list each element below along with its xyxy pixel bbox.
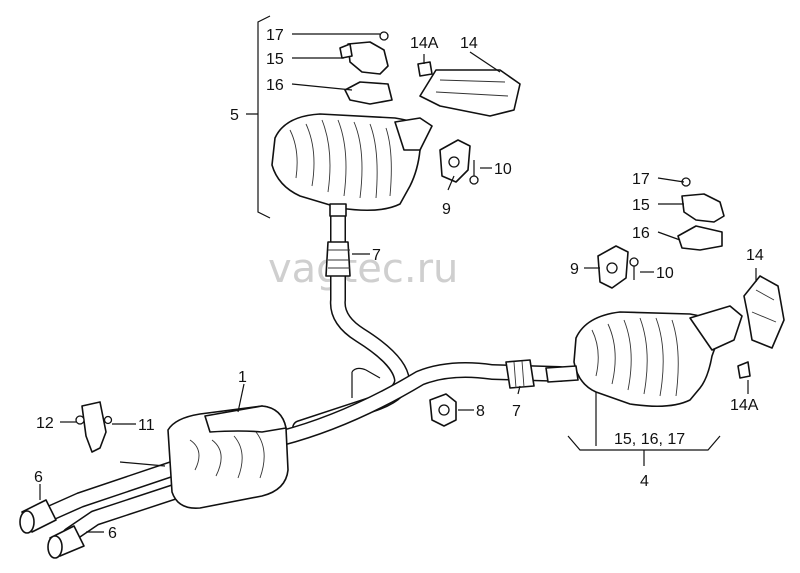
callout-15-upper: 15 (266, 51, 284, 68)
callout-7-right: 7 (512, 403, 521, 420)
callout-12: 12 (36, 415, 54, 432)
callout-16-right: 16 (632, 225, 650, 242)
callout-11: 11 (138, 417, 155, 434)
callout-labels: 17 15 16 5 14A 14 9 10 7 17 15 16 9 10 1… (34, 27, 764, 542)
callout-9-right: 9 (570, 261, 579, 278)
callout-14A-upper: 14A (410, 35, 439, 52)
callout-1: 1 (238, 369, 247, 386)
callout-15-right: 15 (632, 197, 650, 214)
callout-9-upper: 9 (442, 201, 451, 218)
callout-10-right: 10 (656, 265, 674, 282)
callout-7-upper: 7 (372, 247, 381, 264)
callout-8: 8 (476, 403, 485, 420)
center-muffler (75, 401, 289, 509)
pipe-network (36, 197, 568, 543)
callout-6-upper: 6 (34, 469, 43, 486)
watermark: vagtec.ru (268, 246, 458, 292)
rear-muffler-right (545, 177, 785, 408)
callout-group-15-16-17: 15, 16, 17 (614, 431, 685, 448)
callout-14-upper: 14 (460, 35, 478, 52)
callout-17-upper: 17 (266, 27, 284, 44)
clamps-and-tips (19, 241, 535, 559)
callout-14A-right: 14A (730, 397, 759, 414)
callout-16-upper: 16 (266, 77, 284, 94)
leader-lines (39, 15, 757, 533)
callout-10-upper: 10 (494, 161, 512, 178)
callout-5: 5 (230, 107, 239, 124)
rear-muffler-upper (271, 31, 521, 217)
callout-4: 4 (640, 473, 649, 490)
callout-14-right: 14 (746, 247, 764, 264)
callout-17-right: 17 (632, 171, 650, 188)
callout-6-lower: 6 (108, 525, 117, 542)
